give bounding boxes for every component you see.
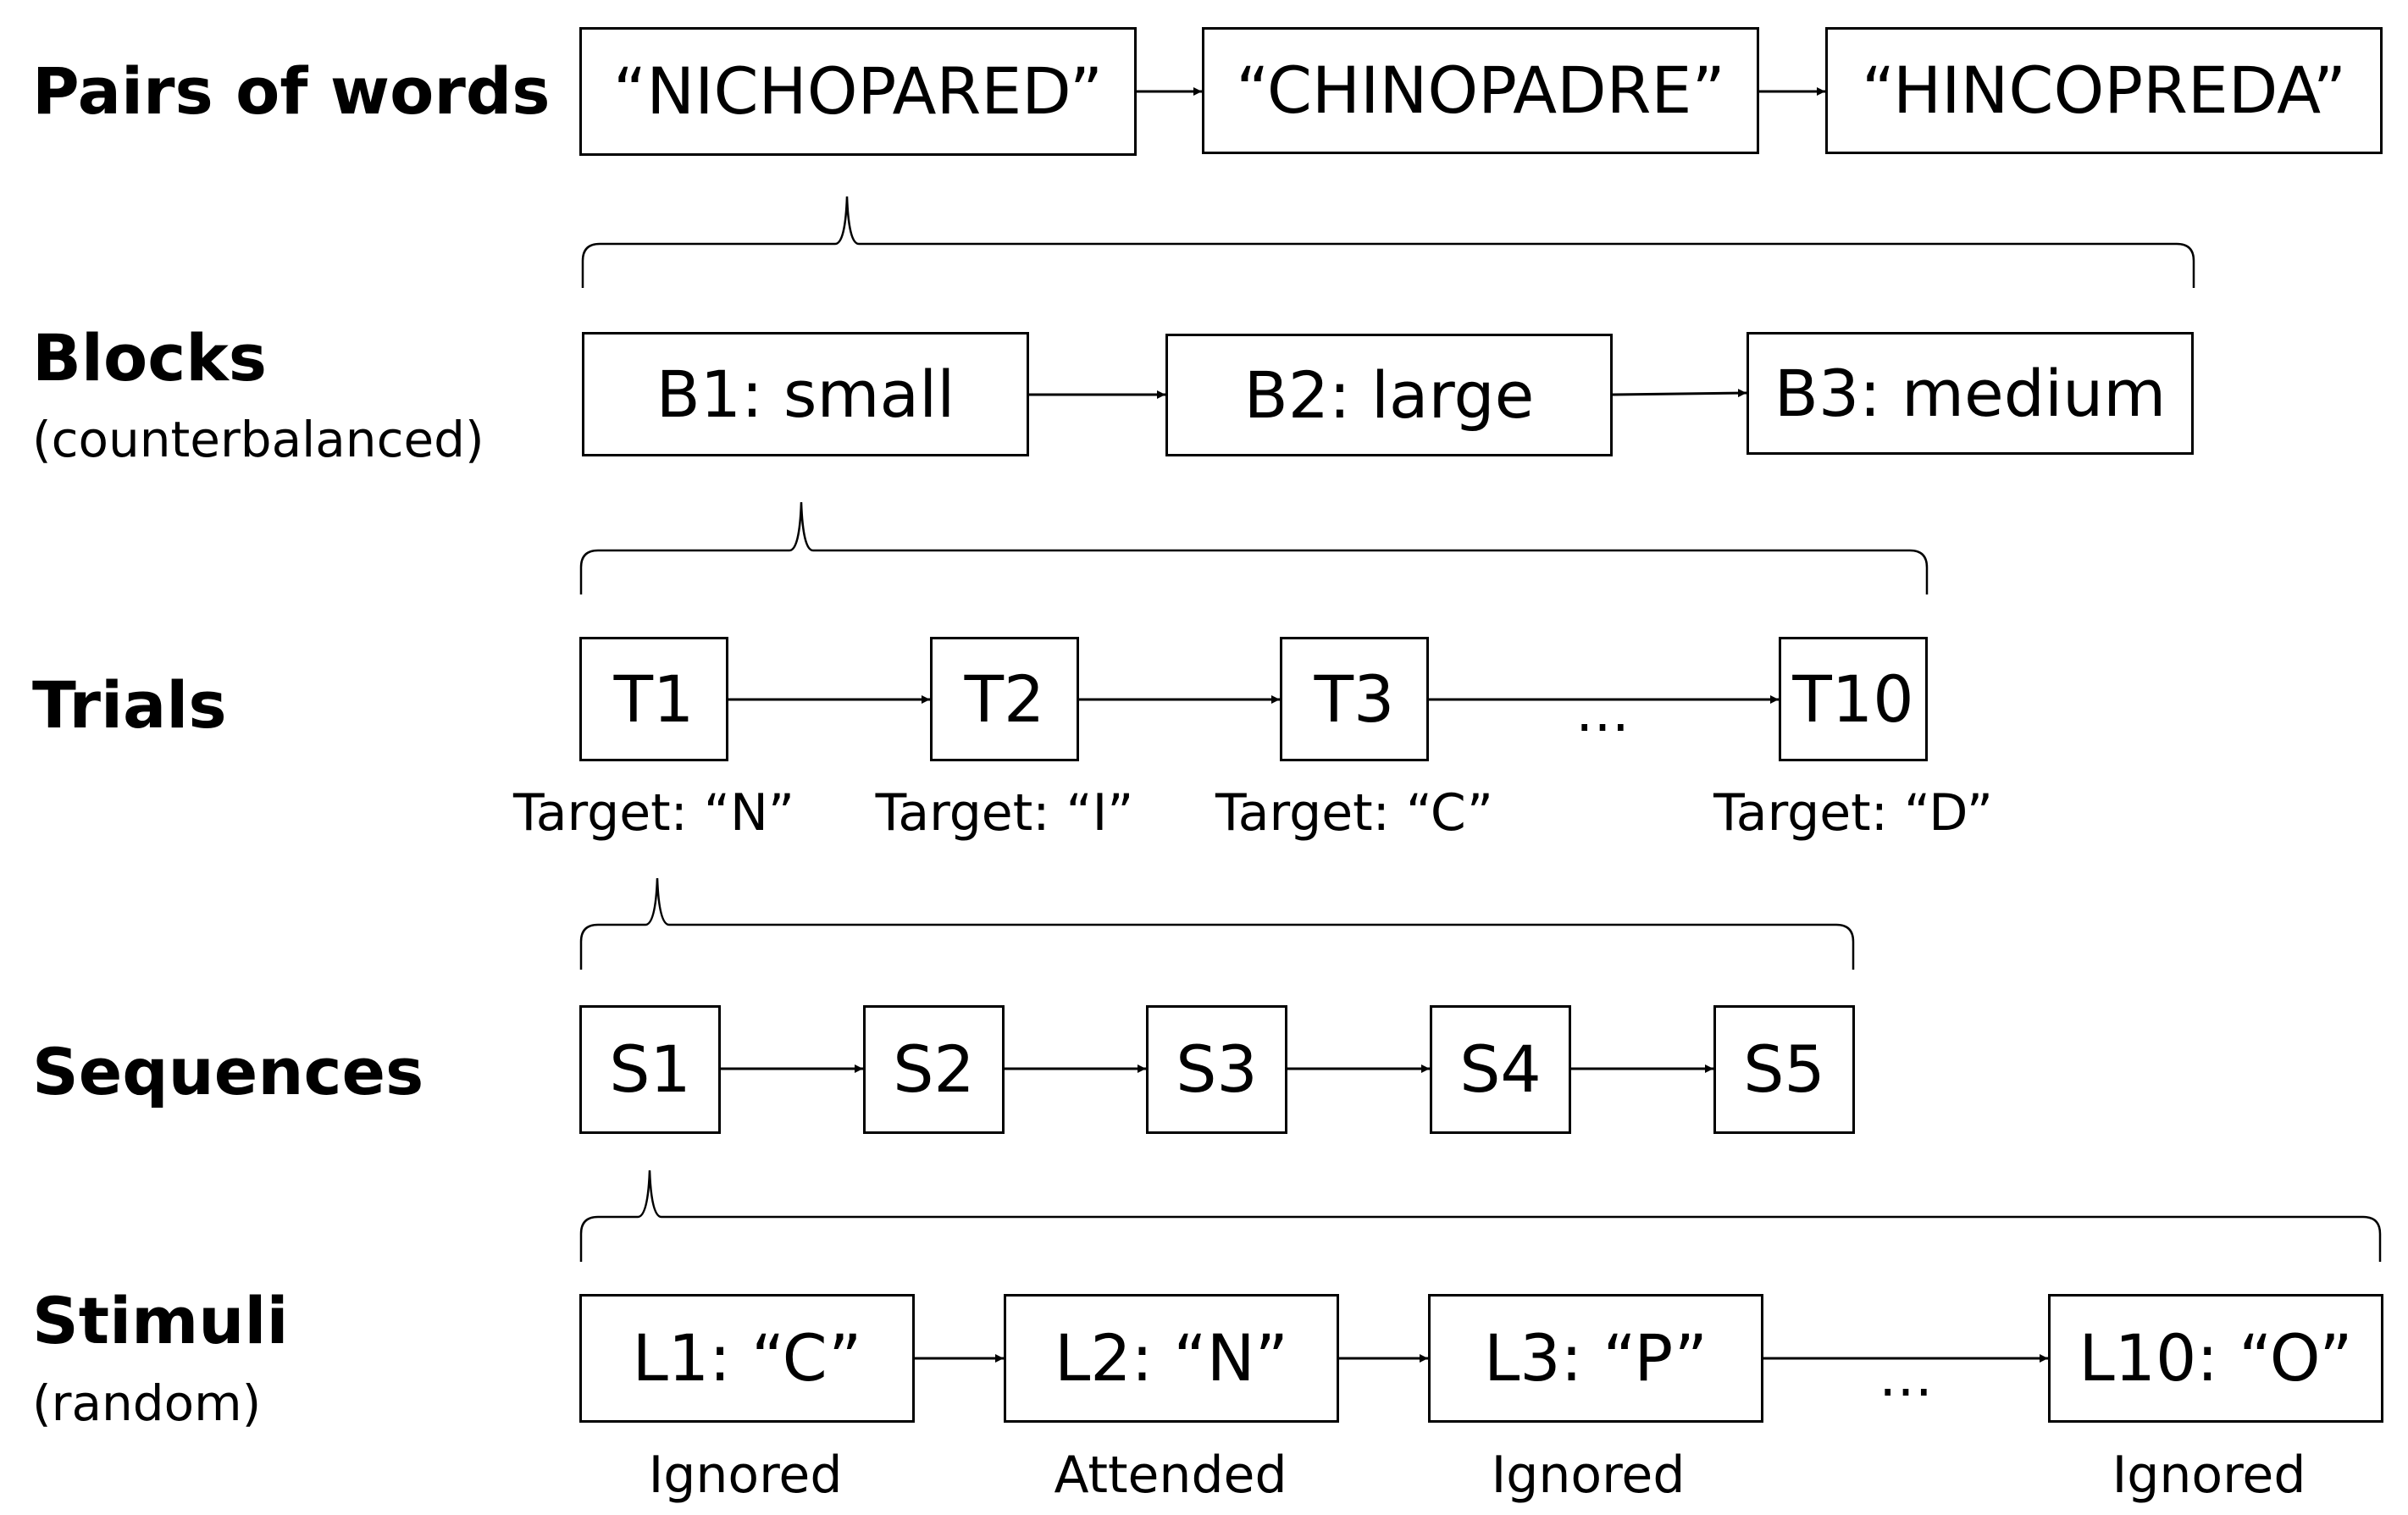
word-box-2-text: “CHINOPADRE” [1236,53,1725,128]
sequence-box-4: S4 [1430,1005,1571,1134]
row-label-stimuli: Stimuli [32,1283,289,1358]
sequence-box-2: S2 [863,1005,1005,1134]
trial-caption-10: Target: “D” [1713,783,1993,843]
word-box-1-text: “NICHOPARED” [612,53,1104,129]
sequence-box-5: S5 [1713,1005,1855,1134]
stimulus-caption-3: Ignored [1491,1446,1686,1505]
trial-box-3-text: T3 [1314,661,1395,737]
row-label-trials: Trials [32,667,227,743]
block-box-3: B3: medium [1746,332,2194,455]
brace-words-to-blocks [581,196,2195,288]
stimulus-box-3: L3: “P” [1428,1294,1763,1423]
trial-box-2-text: T2 [964,661,1045,737]
word-box-3-text: “HINCOPREDA” [1861,53,2347,128]
sequence-box-2-text: S2 [893,1031,975,1107]
trial-box-10-text: T10 [1792,661,1914,737]
trial-box-3: T3 [1280,637,1429,761]
row-label-blocks: Blocks [32,320,268,395]
row-sublabel-random: (random) [32,1374,262,1432]
block-box-1-text: B1: small [656,356,955,432]
stimulus-box-10-text: L10: “O” [2079,1320,2353,1396]
trial-caption-2: Target: “I” [875,783,1134,843]
trial-box-1-text: T1 [613,661,695,737]
stimulus-box-3-text: L3: “P” [1483,1320,1708,1396]
sequence-box-4-text: S4 [1459,1031,1542,1107]
block-box-1: B1: small [582,332,1029,456]
trial-caption-3: Target: “C” [1215,783,1493,843]
sequence-box-1-text: S1 [609,1031,691,1107]
block-box-2: B2: large [1165,334,1613,456]
stimulus-caption-1: Ignored [648,1446,843,1505]
word-box-2: “CHINOPADRE” [1202,27,1759,154]
stimulus-caption-10: Ignored [2112,1446,2306,1505]
word-box-3: “HINCOPREDA” [1825,27,2383,154]
word-box-1: “NICHOPARED” [579,27,1137,156]
stimulus-box-2-text: L2: “N” [1054,1320,1289,1396]
stimulus-box-1: L1: “C” [579,1294,915,1423]
trial-box-2: T2 [930,637,1079,761]
trials-ellipsis: … [1575,682,1630,744]
row-sublabel-counterbalanced: (counterbalanced) [32,411,484,468]
sequence-box-5-text: S5 [1743,1031,1825,1107]
stimulus-box-1-text: L1: “C” [632,1320,862,1396]
arrow-block-2-to-3 [1612,389,1747,398]
block-box-2-text: B2: large [1243,357,1535,433]
trial-caption-1: Target: “N” [513,783,794,843]
row-label-pairs-of-words: Pairs of words [32,53,551,129]
trial-box-10: T10 [1779,637,1928,761]
brace-blocks-to-trials [579,501,1929,594]
sequence-box-3-text: S3 [1176,1031,1258,1107]
stimuli-ellipsis: … [1879,1346,1933,1409]
sequence-box-3: S3 [1146,1005,1287,1134]
brace-trials-to-sequences [579,877,1855,970]
brace-sequences-to-stimuli [579,1169,2382,1262]
block-box-3-text: B3: medium [1774,355,2167,431]
trial-box-1: T1 [579,637,728,761]
stimulus-box-10: L10: “O” [2048,1294,2383,1423]
sequence-box-1: S1 [579,1005,721,1134]
stimulus-caption-2: Attended [1054,1446,1287,1505]
stimulus-box-2: L2: “N” [1004,1294,1339,1423]
row-label-sequences: Sequences [32,1034,424,1109]
